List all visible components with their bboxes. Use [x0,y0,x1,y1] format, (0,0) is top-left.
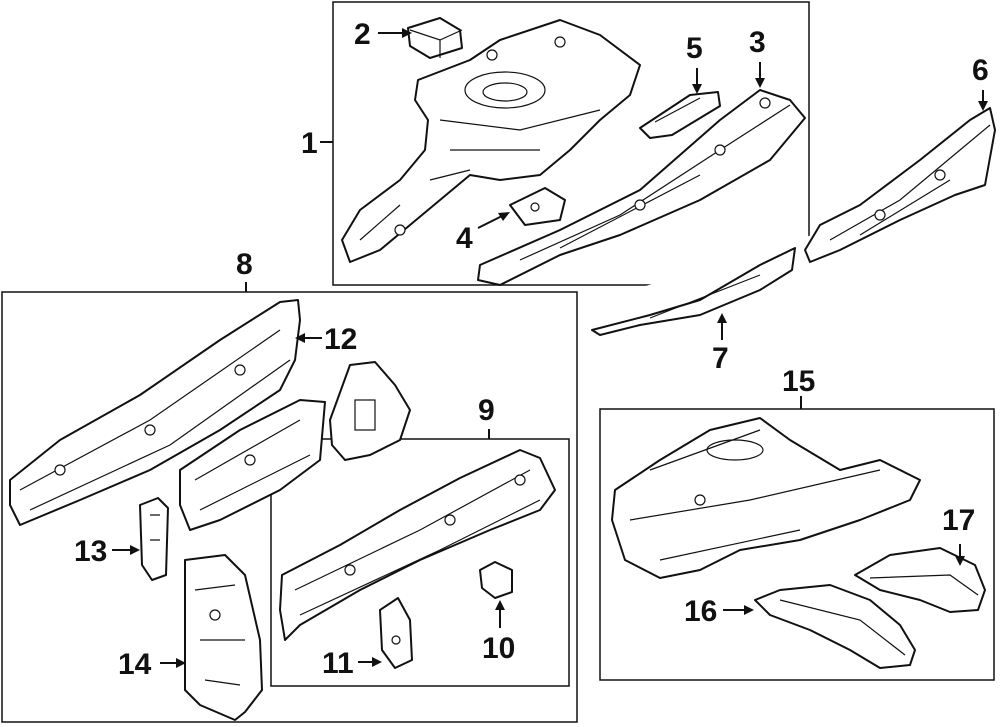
part-side-rail-6 [804,107,996,263]
group-frame-9 [270,438,570,687]
part-panel-center [179,399,326,531]
part-bracket-12 [329,361,411,461]
part-bracket-5 [639,91,721,139]
callout-10: 10 [482,632,515,665]
part-panel-14 [184,554,263,721]
part-rail-9 [279,449,556,641]
callout-9: 9 [478,394,495,427]
callout-13: 13 [74,535,107,568]
group-frame-15 [599,408,995,681]
part-rear-rail-16 [754,584,916,669]
part-side-member [477,89,806,286]
callout-7: 7 [712,342,729,375]
part-bracket-4 [509,187,566,226]
callout-11: 11 [322,647,354,680]
part-bracket-2 [407,17,463,59]
callout-6: 6 [972,54,989,87]
part-reinforcement-7 [591,247,796,336]
callout-15: 15 [782,365,815,398]
callout-1: 1 [301,127,318,160]
group-frame-8 [1,291,578,723]
callout-4: 4 [456,222,473,255]
callout-3: 3 [749,26,766,59]
callout-2: 2 [354,18,371,51]
callout-14: 14 [118,648,152,681]
part-frame-rail-8 [9,299,301,526]
callout-12: 12 [324,323,357,356]
callout-8: 8 [236,248,253,281]
part-bracket-11 [379,597,413,669]
leader-lines [112,28,988,668]
part-rear-floor [611,417,921,579]
callout-17: 17 [942,504,975,537]
part-plate-13 [139,497,169,581]
part-rear-rail-17 [854,547,986,613]
group-frame-1 [332,1,810,286]
callout-5: 5 [686,32,703,65]
part-bracket-10 [479,561,513,599]
callout-16: 16 [684,595,717,628]
part-floor-pan [341,19,641,263]
